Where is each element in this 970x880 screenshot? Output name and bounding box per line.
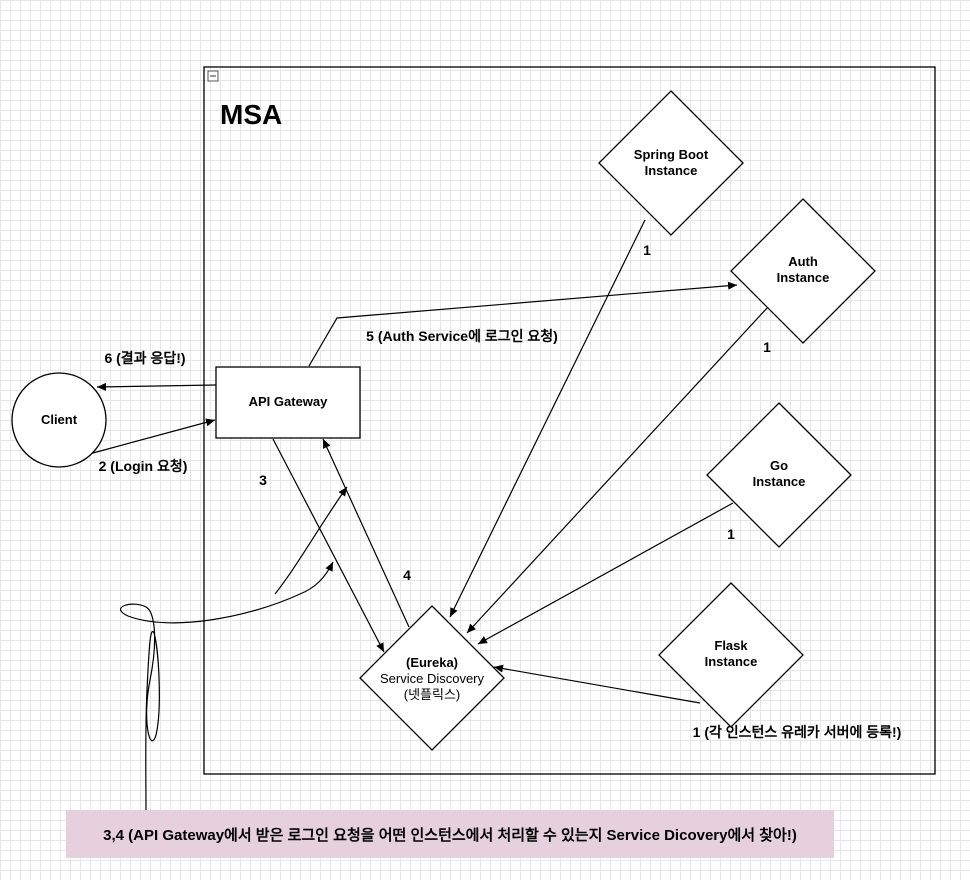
label-register-go: 1 (727, 526, 735, 542)
edge-result-response[interactable] (96, 382, 217, 391)
label-step3: 3 (259, 472, 267, 488)
note-text: 3,4 (API Gateway에서 받은 로그인 요청을 어떤 인스턴스에서 … (103, 826, 797, 844)
auth-instance-node[interactable] (730, 198, 876, 344)
label-register-auth: 1 (763, 339, 771, 355)
flask-instance-node[interactable] (658, 582, 804, 728)
edge-auth-login[interactable] (308, 281, 738, 367)
api-gateway-node[interactable] (215, 366, 361, 439)
eureka-label-line3: (넷플릭스) (404, 687, 461, 702)
auth-label-line2: Instance (777, 270, 830, 285)
edge-register-auth[interactable] (466, 306, 769, 634)
freehand-curve[interactable] (119, 561, 334, 812)
edge-login-request[interactable] (92, 418, 216, 454)
spring-boot-instance-node[interactable] (598, 90, 744, 236)
label-register-flask: 1 (각 인스턴스 유레카 서버에 등록!) (693, 724, 902, 740)
edge-register-go[interactable] (477, 502, 734, 645)
eureka-label-line1: (Eureka) (406, 655, 458, 670)
client-node[interactable] (11, 372, 107, 468)
spring-boot-label-line2: Instance (645, 163, 698, 178)
msa-container[interactable] (203, 66, 936, 775)
auth-label-line1: Auth (788, 254, 818, 269)
api-gateway-label: API Gateway (249, 394, 329, 409)
label-step4: 4 (403, 567, 411, 583)
eureka-service-discovery-node[interactable] (359, 605, 505, 751)
label-login-request: 2 (Login 요청) (99, 458, 188, 474)
flask-label-line2: Instance (705, 654, 758, 669)
go-instance-node[interactable] (706, 402, 852, 548)
note-box[interactable]: 3,4 (API Gateway에서 받은 로그인 요청을 어떤 인스턴스에서 … (66, 810, 834, 858)
edge-register-flask[interactable] (493, 664, 701, 704)
client-label: Client (41, 412, 78, 427)
eureka-label-line2: Service Discovery (380, 671, 485, 686)
flask-label-line1: Flask (714, 638, 748, 653)
edge-step4[interactable] (322, 438, 410, 628)
label-result-response: 6 (결과 응답!) (104, 350, 185, 366)
collapse-icon[interactable] (207, 70, 219, 82)
go-label-line2: Instance (753, 474, 806, 489)
go-label-line1: Go (770, 458, 788, 473)
msa-title: MSA (220, 99, 282, 130)
spring-boot-label-line1: Spring Boot (634, 147, 709, 162)
label-auth-login: 5 (Auth Service에 로그인 요청) (366, 328, 558, 344)
freehand-branch[interactable] (274, 486, 348, 595)
label-register-spring: 1 (643, 242, 651, 258)
edge-step3[interactable] (272, 438, 385, 653)
edge-register-spring[interactable] (449, 219, 646, 618)
